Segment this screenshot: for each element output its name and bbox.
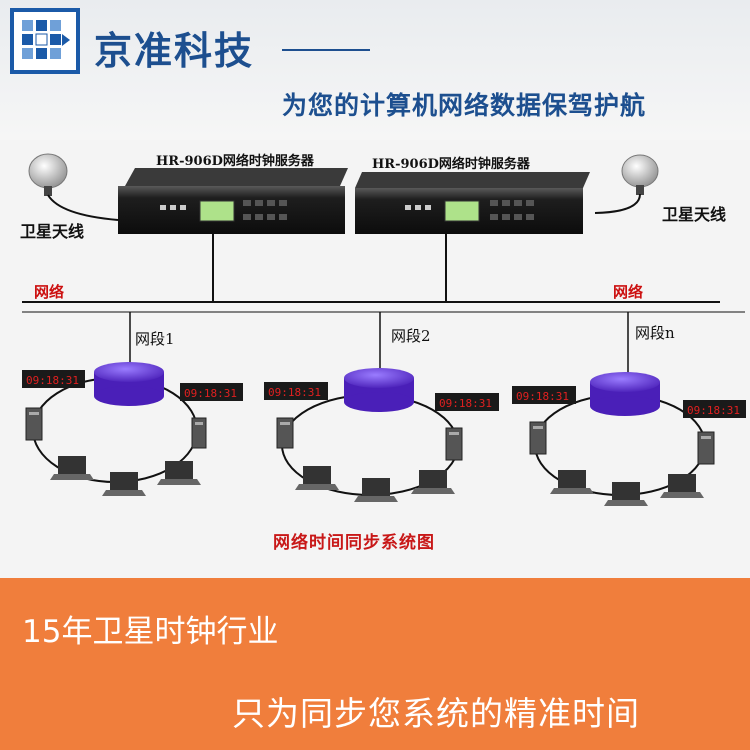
router-icon — [94, 362, 164, 406]
banner-slogan-1: 15年卫星时钟行业 — [22, 614, 279, 650]
svg-text:09:18:31: 09:18:31 — [26, 374, 79, 387]
network-diagram: 09:18:31 09:18:31 — [22, 153, 746, 506]
laptop-icon — [550, 470, 594, 494]
time-server-unit — [118, 168, 348, 234]
router-icon — [590, 372, 660, 416]
svg-text:09:18:31: 09:18:31 — [516, 390, 569, 403]
laptop-icon — [295, 466, 339, 490]
segment-label: 网段n — [635, 324, 675, 342]
router-icon — [344, 368, 414, 412]
brand-name: 京准科技 — [94, 29, 255, 73]
segment-label: 网段1 — [135, 330, 175, 348]
network-segment: 09:18:31 09:18:31 — [512, 372, 746, 506]
network-segment: 09:18:31 09:18:31 — [264, 368, 499, 502]
svg-text:09:18:31: 09:18:31 — [184, 387, 237, 400]
clock-display-icon: 09:18:31 — [683, 400, 746, 418]
server-tower-icon — [529, 421, 547, 455]
clock-display-icon: 09:18:31 — [512, 386, 576, 404]
clock-display-icon: 09:18:31 — [435, 393, 499, 411]
laptop-icon — [157, 461, 201, 485]
banner-slogan-2: 只为同步您系统的精准时间 — [232, 694, 640, 733]
svg-text:09:18:31: 09:18:31 — [439, 397, 492, 410]
server-title: HR-906D网络时钟服务器 — [156, 154, 314, 169]
satellite-antenna-icon — [594, 154, 659, 214]
segment-label: 网段2 — [391, 327, 431, 345]
tagline: 为您的计算机网络数据保驾护航 — [282, 91, 647, 120]
laptop-icon — [411, 470, 455, 494]
brand-rule — [282, 49, 370, 51]
server-tower-icon — [445, 427, 463, 461]
svg-text:09:18:31: 09:18:31 — [268, 386, 321, 399]
clock-display-icon: 09:18:31 — [180, 383, 243, 401]
network-label: 网络 — [34, 283, 65, 301]
laptop-icon — [354, 478, 398, 502]
laptop-icon — [50, 456, 94, 480]
logo-icon — [22, 20, 70, 59]
server-title: HR-906D网络时钟服务器 — [372, 157, 530, 172]
satellite-antenna-icon — [28, 153, 119, 221]
antenna-label: 卫星天线 — [20, 222, 85, 241]
diagram-caption: 网络时间同步系统图 — [273, 533, 435, 553]
network-segment: 09:18:31 09:18:31 — [22, 362, 243, 496]
laptop-icon — [102, 472, 146, 496]
clock-display-icon: 09:18:31 — [22, 370, 85, 388]
laptop-icon — [604, 482, 648, 506]
time-server-unit — [355, 172, 590, 234]
promo-banner — [0, 578, 750, 750]
antenna-label: 卫星天线 — [662, 205, 727, 224]
server-tower-icon — [191, 417, 207, 449]
network-label: 网络 — [613, 283, 644, 301]
svg-text:09:18:31: 09:18:31 — [687, 404, 740, 417]
header-background — [0, 0, 750, 140]
server-tower-icon — [276, 417, 294, 449]
company-logo — [10, 8, 80, 74]
server-tower-icon — [697, 431, 715, 465]
clock-display-icon: 09:18:31 — [264, 382, 328, 400]
laptop-icon — [660, 474, 704, 498]
server-tower-icon — [25, 407, 43, 441]
